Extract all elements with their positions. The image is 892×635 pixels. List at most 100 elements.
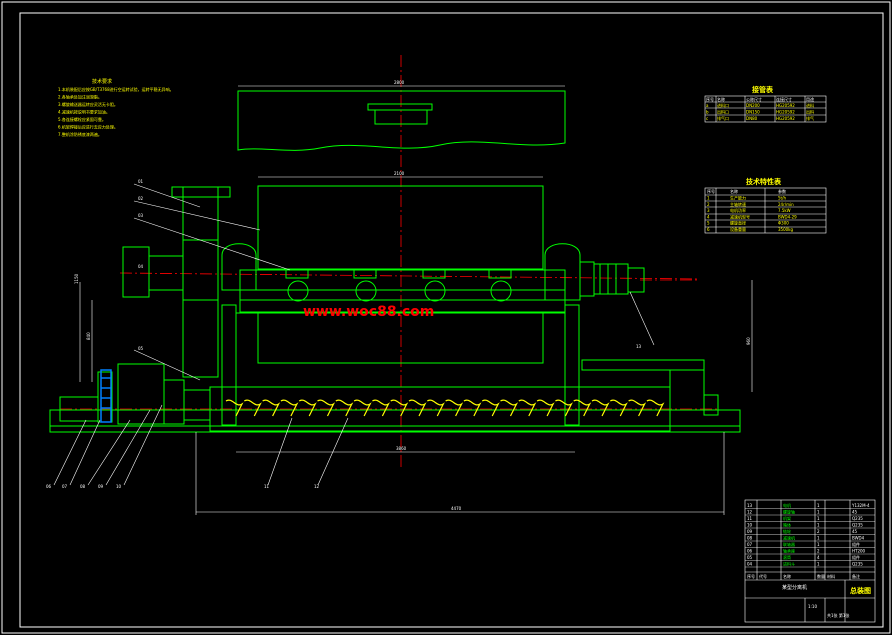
param-cell: DN80 (746, 116, 758, 121)
note-line: 2.各轴承处加注润滑脂。 (58, 94, 102, 100)
auger-flight (481, 399, 500, 417)
tech-cell: 3500kg (778, 227, 793, 232)
callout-label: 06 (46, 484, 52, 489)
tech-header-cell: 名称 (730, 188, 738, 194)
param-table-title: 接管表 (752, 85, 774, 94)
machine-name: 某型分离机 (782, 584, 807, 591)
dim-top-overall: 2800 (394, 80, 405, 85)
part-cell: 箱体 (783, 522, 791, 528)
auger-flight (225, 399, 244, 417)
param-cell: HG20592 (776, 110, 795, 115)
auger-flight (262, 399, 281, 417)
part-cell: 45 (852, 529, 858, 534)
drawing-name: 总装图 (850, 586, 871, 595)
param-header-cell: 连接尺寸 (776, 96, 792, 102)
part-cell: 减速机 (783, 535, 795, 541)
part-cell: 04 (747, 562, 753, 567)
note-line: 7.整机涂防锈底漆两遍。 (58, 131, 102, 137)
title-header-cell: 备注 (852, 573, 860, 579)
param-cell: DN150 (746, 110, 760, 115)
part-cell: 4 (817, 555, 820, 560)
callout-label: 02 (138, 196, 144, 201)
callout-label: 04 (138, 264, 144, 269)
auger-flight (298, 399, 317, 417)
tech-cell: 24r/min (778, 202, 794, 207)
param-cell: 排气口 (717, 115, 729, 121)
tech-cell: 减速机型号 (730, 213, 750, 219)
tech-cell: 设备重量 (730, 226, 746, 232)
part-cell: 06 (747, 549, 753, 554)
part-cell: 1 (817, 542, 820, 547)
auger-flight (609, 399, 628, 417)
auger-flight (628, 399, 647, 417)
param-cell: 出料口 (717, 109, 729, 115)
part-cell: BWD4 (852, 536, 865, 541)
tech-cell: 6 (707, 227, 710, 232)
part-cell: 组件 (852, 554, 860, 560)
title-block (744, 499, 876, 623)
tech-table-title: 技术特性表 (746, 177, 782, 186)
callout-label: 09 (98, 484, 104, 489)
tech-cell: 生产能力 (730, 195, 746, 201)
part-cell: 07 (747, 542, 753, 547)
auger-flights (225, 399, 665, 417)
part-cell: 滚筒 (783, 554, 791, 560)
right-motor (579, 261, 645, 297)
param-header-cell: 用途 (806, 96, 814, 102)
auger-flight (353, 399, 372, 417)
callout-label: 11 (264, 484, 270, 489)
tech-header-cell: 序号 (707, 188, 715, 194)
left-gearbox (59, 363, 211, 425)
notes-title: 技术要求 (92, 78, 112, 85)
auger-flight (280, 399, 299, 417)
tech-cell: 3 (707, 208, 710, 213)
part-cell: 1 (817, 536, 820, 541)
param-header-cell: 序号 (706, 96, 714, 102)
tech-cell: 4 (707, 214, 710, 219)
param-cell: HG20592 (776, 116, 795, 121)
auger-flight (500, 399, 519, 417)
part-cell: 进料斗 (783, 561, 795, 567)
part-cell: 45 (852, 510, 858, 515)
callout-label: 03 (138, 213, 144, 218)
note-line: 6.机架焊接后应进行去应力处理。 (58, 124, 118, 130)
tech-cell: 电机功率 (730, 207, 746, 213)
notes: 技术要求 1.本机装配后应按GB/T3768进行空运转试验，运转平稳无异响。2.… (58, 78, 174, 137)
note-line: 4.减速机按说明书要求加油。 (58, 109, 110, 115)
tech-cell: 1 (707, 196, 710, 201)
watermark: www.woc88.com (303, 304, 434, 320)
support-frame (221, 304, 580, 426)
callout-label: 01 (138, 179, 144, 184)
part-cell: 11 (747, 516, 753, 521)
part-cell: Y132M-4 (851, 503, 870, 508)
tech-cell: 5 (707, 221, 710, 226)
auger-flight (573, 399, 592, 417)
auger-flight (518, 399, 537, 417)
tech-cell: 螺旋直径 (730, 220, 746, 226)
param-header-cell: 名称 (717, 96, 725, 102)
part-cell: Q235 (852, 562, 863, 567)
callout-label: 12 (314, 484, 320, 489)
auger-flight (390, 399, 409, 417)
scale: 1:10 (808, 604, 817, 609)
tech-cell: 主轴转速 (730, 201, 746, 207)
part-cell: 1 (817, 562, 820, 567)
left-chute (171, 186, 231, 378)
part-cell: 12 (747, 510, 753, 515)
tech-header-cell: 参数 (778, 188, 786, 194)
param-cell: a (706, 103, 709, 108)
dim-left-inner: 840 (86, 332, 91, 340)
param-table (704, 95, 827, 123)
part-cell: 1 (817, 516, 820, 521)
dim-mid-length: 3860 (396, 446, 407, 451)
part-cell: 2 (817, 549, 820, 554)
param-cell: c (706, 116, 708, 121)
param-cell: 出料 (806, 109, 814, 115)
tech-cell: 7.5kW (778, 208, 791, 213)
tech-cell: BWD4-29 (778, 214, 797, 219)
title-header-cell: 名称 (783, 573, 791, 579)
auger-flight (646, 399, 665, 417)
